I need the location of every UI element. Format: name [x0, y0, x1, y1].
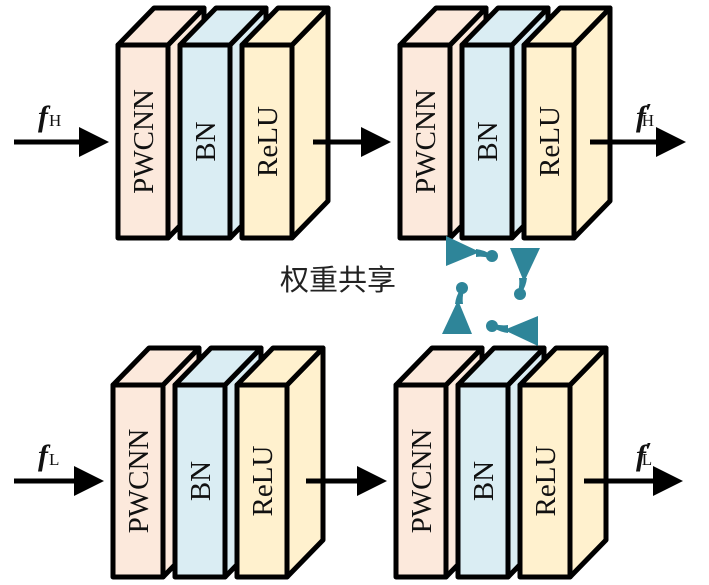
- layer-relu: ReLU: [239, 5, 331, 241]
- layer-front-face: [239, 42, 295, 241]
- input-feature-label: fL: [38, 439, 59, 472]
- layer-front-face: [110, 382, 166, 580]
- layer-front-face: [172, 382, 228, 580]
- share-arrow-segment: [510, 248, 540, 300]
- output-feature-label: f′H: [636, 100, 654, 133]
- layer-label: ReLU: [534, 106, 566, 177]
- weight-sharing-cycle-icon: [442, 236, 540, 346]
- layer-label: BN: [185, 461, 217, 501]
- layer-label: BN: [472, 121, 504, 161]
- layer-front-face: [393, 382, 449, 580]
- branch-high: PWCNN BN ReLU PWCNN BN ReLU fH f′H: [14, 5, 686, 241]
- layer-label: PWCNN: [128, 89, 160, 194]
- layer-front-face: [177, 42, 233, 241]
- layer-label: ReLU: [247, 446, 279, 517]
- layer-label: PWCNN: [410, 89, 442, 194]
- conv-block-group: PWCNN BN ReLU: [115, 5, 331, 241]
- share-arrow-segment: [486, 316, 538, 346]
- layer-front-face: [517, 382, 573, 580]
- layer-bn: BN: [455, 345, 547, 580]
- layer-label: ReLU: [252, 106, 284, 177]
- input-feature-label: fH: [38, 100, 61, 133]
- output-feature-label: f′L: [636, 439, 652, 472]
- layer-label: BN: [190, 121, 222, 161]
- weight-sharing-label: 权重共享: [280, 263, 396, 297]
- layer-front-face: [234, 382, 290, 580]
- layer-relu: ReLU: [234, 345, 326, 580]
- layer-front-face: [521, 42, 577, 241]
- conv-block-group: PWCNN BN ReLU: [110, 345, 326, 580]
- layer-label: BN: [468, 461, 500, 501]
- layer-front-face: [397, 42, 453, 241]
- layer-front-face: [455, 382, 511, 580]
- branch-low: PWCNN BN ReLU PWCNN BN ReLU fL f′L: [14, 345, 683, 580]
- layer-relu: ReLU: [517, 345, 609, 580]
- layer-relu: ReLU: [521, 5, 613, 241]
- layer-label: ReLU: [530, 446, 562, 517]
- layer-label: PWCNN: [406, 429, 438, 534]
- conv-block-group: PWCNN BN ReLU: [393, 345, 609, 580]
- share-arrow-segment: [446, 236, 498, 266]
- layer-front-face: [459, 42, 515, 241]
- layer-label: PWCNN: [123, 429, 155, 534]
- share-arrow-segment: [442, 282, 472, 334]
- layer-front-face: [115, 42, 171, 241]
- conv-block-group: PWCNN BN ReLU: [397, 5, 613, 241]
